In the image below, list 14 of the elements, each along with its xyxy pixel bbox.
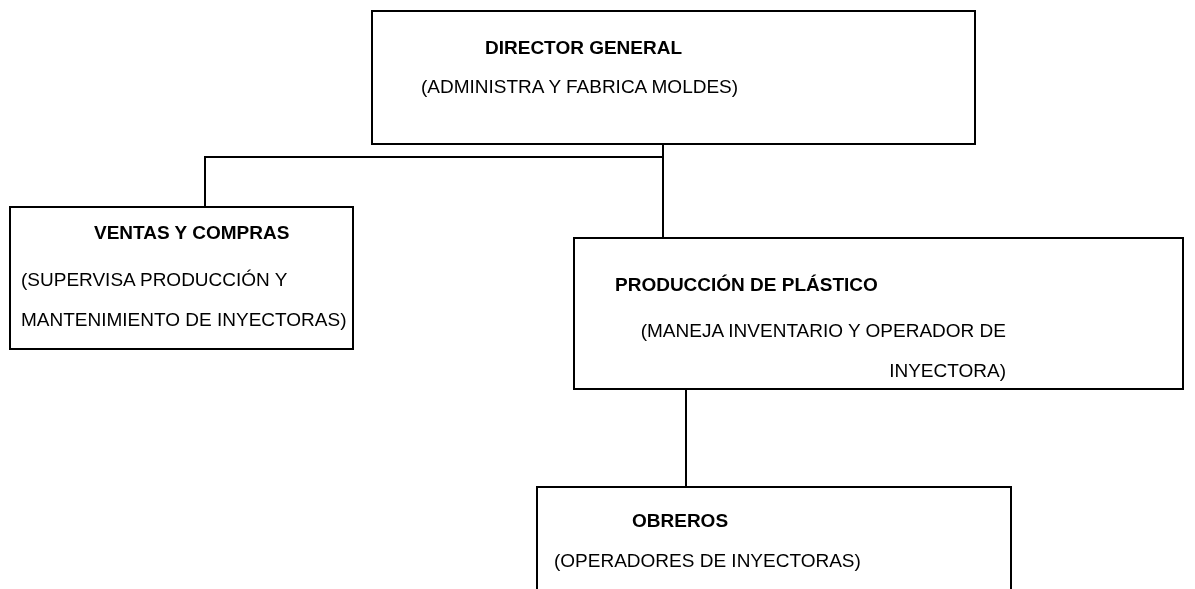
box-title: PRODUCCIÓN DE PLÁSTICO — [615, 274, 878, 296]
box-title: DIRECTOR GENERAL — [485, 37, 683, 59]
org-box — [573, 237, 1184, 390]
box-description: (SUPERVISA PRODUCCIÓN Y MANTENIMIENTO DE INYECTORAS) — [21, 268, 348, 332]
org-box — [371, 10, 976, 145]
connector-line — [685, 389, 687, 487]
box-description: (OPERADORES DE INYECTORAS) — [554, 550, 862, 572]
box-title: OBREROS — [632, 510, 729, 532]
box-description: (ADMINISTRA Y FABRICA MOLDES) — [421, 76, 740, 98]
org-box — [536, 486, 1012, 589]
box-title: VENTAS Y COMPRAS — [94, 222, 290, 244]
box-description: (MANEJA INVENTARIO Y OPERADOR DE INYECTORA) — [639, 319, 1006, 383]
connector-line — [662, 144, 664, 238]
org-box — [9, 206, 354, 350]
